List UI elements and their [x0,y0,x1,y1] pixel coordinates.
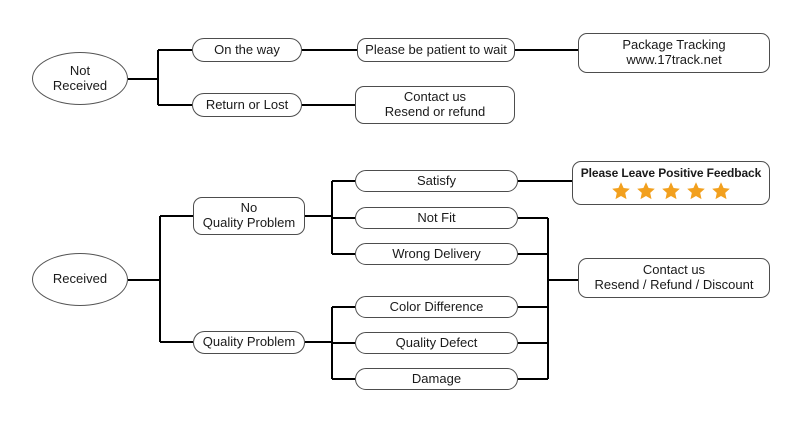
node-satisfy[interactable]: Satisfy [355,170,518,192]
node-please-be-patient-to-wait[interactable]: Please be patient to wait [357,38,515,62]
node-damage[interactable]: Damage [355,368,518,390]
node-quality-defect[interactable]: Quality Defect [355,332,518,354]
node-not-received[interactable]: Not Received [32,52,128,105]
star-icon[interactable] [711,181,731,201]
star-icon[interactable] [611,181,631,201]
node-contact-us-resend-or-refund[interactable]: Contact us Resend or refund [355,86,515,124]
star-icon[interactable] [661,181,681,201]
node-package-tracking[interactable]: Package Tracking www.17track.net [578,33,770,73]
node-received[interactable]: Received [32,253,128,306]
node-contact-us-resend-refund-discount[interactable]: Contact us Resend / Refund / Discount [578,258,770,298]
node-on-the-way[interactable]: On the way [192,38,302,62]
star-rating[interactable] [611,181,731,201]
node-color-difference[interactable]: Color Difference [355,296,518,318]
node-wrong-delivery[interactable]: Wrong Delivery [355,243,518,265]
node-quality-problem[interactable]: Quality Problem [193,331,305,354]
node-not-fit[interactable]: Not Fit [355,207,518,229]
node-leave-positive-feedback[interactable]: Please Leave Positive Feedback [572,161,770,205]
star-icon[interactable] [636,181,656,201]
feedback-label: Please Leave Positive Feedback [580,165,762,180]
star-icon[interactable] [686,181,706,201]
node-return-or-lost[interactable]: Return or Lost [192,93,302,117]
node-no-quality-problem[interactable]: No Quality Problem [193,197,305,235]
